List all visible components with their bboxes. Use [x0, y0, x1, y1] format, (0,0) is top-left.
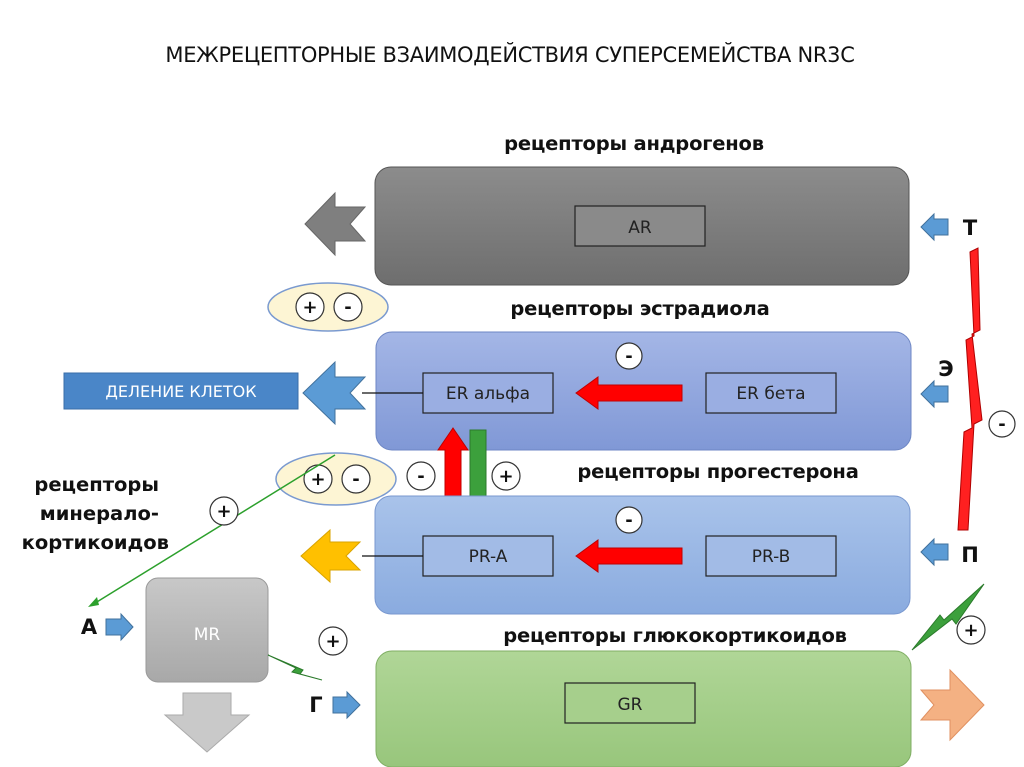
mr-label-line-1: рецепторы: [34, 473, 159, 496]
diagram-title: МЕЖРЕЦЕПТОРНЫЕ ВЗАИМОДЕЙСТВИЯ СУПЕРСЕМЕЙ…: [165, 42, 854, 67]
pr-b-label: PR-B: [752, 547, 791, 567]
mr-output-arrow-icon: [163, 692, 251, 753]
er-output-arrow-icon: [302, 360, 367, 426]
ar-box: [574, 205, 706, 247]
activation-line-arrowhead-icon: [88, 597, 99, 607]
er-beta-box: [705, 372, 837, 414]
pr-b-inhibits-pr-a-arrow-icon: [575, 539, 683, 573]
p-ligand-arrow-icon: [920, 537, 949, 567]
minus-sign-icon: [615, 342, 643, 370]
e-ligand-arrow-icon: [920, 379, 949, 409]
hormone-inhibition-bolt-icon: [957, 247, 983, 531]
er-pr-interaction-ellipse: [275, 452, 397, 506]
plus-sign-text: +: [216, 501, 231, 522]
plus-sign-text: +: [310, 469, 325, 490]
ar-output-arrow-icon: [304, 191, 367, 257]
cell-division-button[interactable]: [63, 372, 299, 410]
pr-a-box: [422, 535, 554, 577]
minus-sign-icon: [333, 292, 363, 322]
minus-sign-text: -: [625, 346, 632, 367]
plus-sign-icon: [956, 615, 986, 645]
ligand-e-label: Э: [938, 357, 953, 381]
gr-label: GR: [618, 695, 643, 715]
plus-sign-text: +: [325, 631, 340, 652]
t-ligand-arrow-icon: [920, 212, 949, 242]
gr-output-arrow-icon: [919, 668, 985, 742]
plus-sign-icon: [295, 292, 325, 322]
ligand-p-label: П: [961, 543, 979, 567]
minus-sign-icon: [341, 464, 371, 494]
minus-sign-icon: [615, 506, 643, 534]
ligand-t-label: Т: [963, 216, 978, 240]
mr-to-gr-activation-bolt-icon: [267, 654, 323, 681]
er-beta-label: ER бета: [736, 384, 805, 404]
minus-sign-text: -: [625, 510, 632, 531]
minus-sign-text: -: [352, 469, 359, 490]
ligand-a-label: А: [81, 615, 98, 639]
minus-sign-icon: [988, 410, 1016, 438]
mr-label: MR: [194, 625, 221, 645]
er-alpha-box: [422, 372, 554, 414]
glucocorticoid-receptors-label: рецепторы глюкокортикоидов: [503, 624, 847, 647]
mr-box: [145, 577, 269, 683]
plus-sign-icon: [209, 496, 239, 526]
ar-label: AR: [628, 218, 652, 238]
gr-box: [564, 682, 696, 724]
progesterone-receptors-label: рецепторы прогестерона: [577, 460, 858, 483]
mr-label-line-3: кортикоидов: [22, 531, 169, 554]
plus-sign-text: +: [498, 466, 513, 487]
pr-to-mr-activation-line: [91, 454, 336, 606]
plus-sign-icon: [318, 626, 348, 656]
estradiol-receptors-label: рецепторы эстрадиола: [510, 297, 769, 320]
pr-a-label: PR-A: [469, 547, 508, 567]
plus-sign-text: +: [302, 297, 317, 318]
pr-output-arrow-icon: [300, 528, 362, 584]
pr-b-box: [705, 535, 837, 577]
g-ligand-arrow-icon: [332, 690, 361, 720]
minus-sign-text: -: [417, 466, 424, 487]
cell-division-label: ДЕЛЕНИЕ КЛЕТОК: [105, 382, 257, 401]
minus-sign-icon: [406, 461, 436, 491]
er-alpha-label: ER альфа: [446, 384, 530, 404]
p-to-gr-activation-bolt-icon: [911, 583, 985, 651]
mr-label-line-2: минерало-: [40, 502, 159, 525]
plus-sign-icon: [491, 461, 521, 491]
ar-er-interaction-ellipse: [267, 282, 389, 332]
a-ligand-arrow-icon: [105, 612, 134, 642]
androgen-receptors-label: рецепторы андрогенов: [504, 132, 764, 155]
minus-sign-text: -: [998, 414, 1005, 435]
plus-sign-text: +: [963, 620, 978, 641]
er-beta-inhibits-er-alpha-arrow-icon: [575, 376, 683, 410]
ligand-g-label: Г: [309, 693, 322, 717]
minus-sign-text: -: [344, 297, 351, 318]
